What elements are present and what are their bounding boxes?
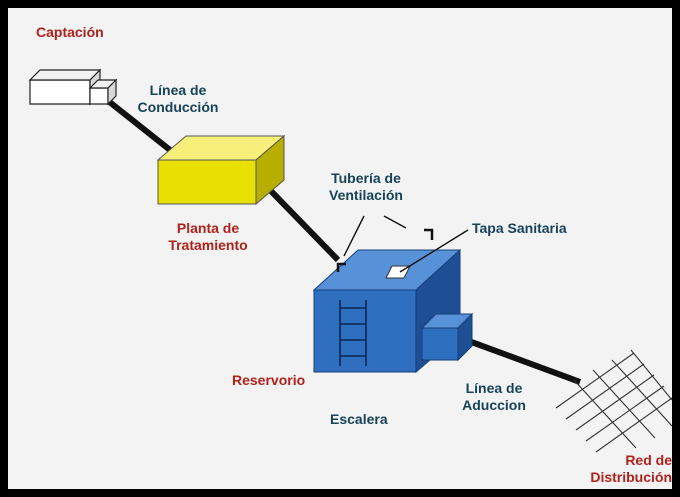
vent-pipe-left: [336, 262, 346, 272]
tapa-leader: [399, 229, 469, 273]
planta-tratamiento-box: [156, 134, 286, 206]
ladder: [339, 300, 367, 366]
red-line1: Red de: [625, 452, 672, 468]
tapa-sanitaria-label: Tapa Sanitaria: [472, 220, 567, 236]
captacion-label: Captación: [36, 24, 104, 40]
linea-conduccion-line2: Conducción: [137, 99, 219, 115]
planta-tratamiento-label: Planta de Tratamiento: [158, 220, 258, 254]
red-distribucion-label: Red de Distribución: [568, 452, 672, 486]
captacion-structure: [28, 68, 118, 106]
distribution-grid: [555, 349, 672, 453]
pump-box: [420, 312, 474, 362]
red-line2: Distribución: [590, 469, 672, 485]
diagram-frame: Captación Línea de Conducción Planta de …: [8, 8, 672, 489]
linea-aduccion-label: Línea de Aduccion: [454, 380, 534, 414]
water-system-diagram: [28, 68, 672, 453]
aduccion-line2: Aduccion: [462, 397, 526, 413]
reservorio-label: Reservorio: [232, 372, 306, 388]
tuberia-line1: Tubería de: [331, 170, 401, 186]
planta-line1: Planta de: [176, 220, 240, 236]
tuberia-leader-right: [383, 215, 407, 229]
aduccion-line1: Línea de: [465, 380, 523, 396]
tuberia-ventilacion-label: Tubería de Ventilación: [316, 170, 416, 204]
escalera-label: Escalera: [330, 411, 388, 427]
linea-conduccion-label: Línea de Conducción: [126, 82, 230, 116]
conduction-pipe-2: [267, 187, 341, 263]
tuberia-leader-left: [343, 215, 365, 257]
aduccion-pipe: [464, 337, 582, 385]
vent-pipe-right: [424, 228, 434, 240]
tuberia-line2: Ventilación: [329, 187, 403, 203]
conduction-pipe-1: [100, 93, 172, 153]
planta-line2: Tratamiento: [168, 237, 248, 253]
linea-conduccion-line1: Línea de: [149, 82, 207, 98]
